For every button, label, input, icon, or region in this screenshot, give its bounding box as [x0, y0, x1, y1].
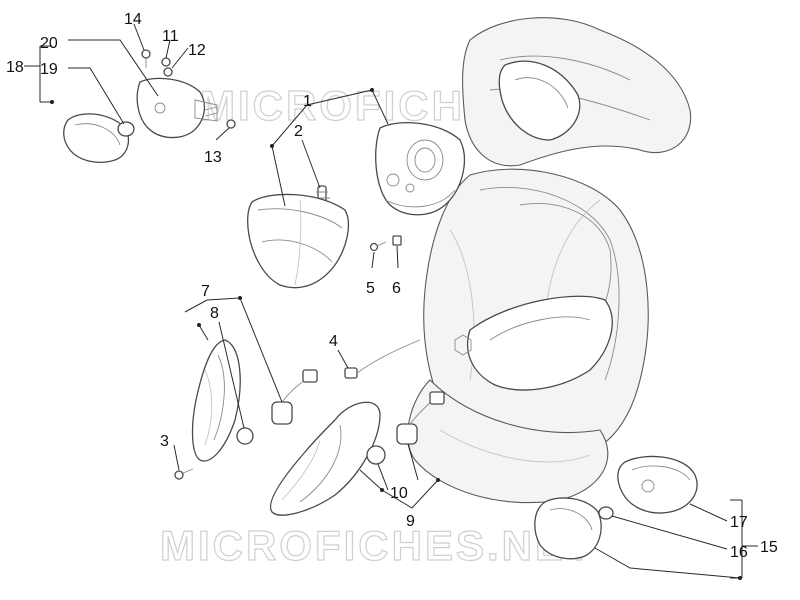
callout-1: 1	[303, 93, 312, 110]
right-wire-connector	[429, 391, 445, 405]
callout-11: 11	[162, 28, 179, 45]
callout-18: 18	[6, 59, 24, 76]
headlamp-housing	[375, 122, 465, 216]
headlamp-lens	[246, 193, 349, 289]
callout-2: 2	[294, 123, 303, 140]
tail-light-housing	[136, 77, 218, 139]
screw-5	[369, 241, 387, 252]
callouts: 14 20 11 12 18 19 13 1 2 5 6 7 8 4 3 10 …	[6, 11, 778, 561]
connector-4	[344, 339, 421, 379]
rear-light-lens	[534, 497, 602, 560]
callout-17: 17	[730, 514, 748, 531]
left-turn-bulb	[236, 427, 254, 445]
callout-13: 13	[204, 149, 222, 166]
callout-19: 19	[40, 61, 58, 78]
right-turn-bulb	[366, 445, 386, 465]
callout-9: 9	[406, 513, 415, 530]
screw-3	[174, 468, 194, 480]
callout-20: 20	[40, 35, 58, 52]
callout-12: 12	[188, 42, 206, 59]
left-wire-connector	[302, 369, 318, 383]
rear-light-housing	[617, 455, 698, 514]
callout-16: 16	[730, 544, 748, 561]
nut-12	[163, 67, 173, 77]
callout-15: 15	[760, 539, 778, 556]
washer-11	[161, 57, 171, 67]
callout-6: 6	[392, 280, 401, 297]
tail-light-lens	[63, 113, 129, 163]
rear-light-bulb	[598, 506, 614, 520]
callout-10: 10	[390, 485, 408, 502]
left-turn-signal-lens	[191, 339, 241, 462]
callout-8: 8	[210, 305, 219, 322]
front-shield-body	[407, 17, 692, 504]
callout-14: 14	[124, 11, 142, 28]
watermark-bottom: MICROFICHES.NET	[160, 522, 595, 569]
callout-3: 3	[160, 433, 169, 450]
right-turn-signal-lens	[269, 401, 381, 516]
tail-light-bulb	[117, 121, 135, 137]
leader-lines	[24, 23, 758, 580]
callout-7: 7	[201, 283, 210, 300]
screw-14	[141, 49, 151, 68]
callout-5: 5	[366, 280, 375, 297]
screw-13	[226, 119, 236, 129]
callout-4: 4	[329, 333, 338, 350]
left-bulb-socket	[271, 377, 311, 425]
clip-6	[392, 235, 402, 246]
